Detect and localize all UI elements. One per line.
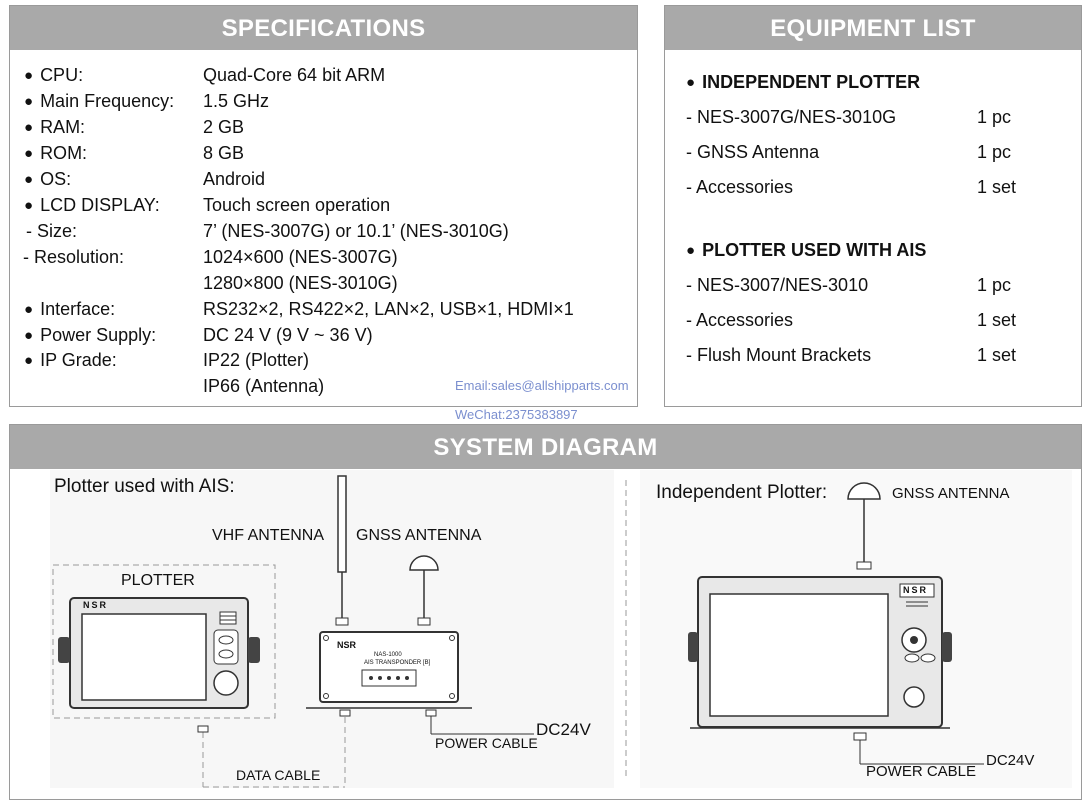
spec-value-ip-1: IP22 (Plotter) xyxy=(203,350,310,370)
transponder-model: NAS-1000 xyxy=(374,652,402,658)
spec-value-size: 7’ (NES-3007G) or 10.1’ (NES-3010G) xyxy=(203,221,509,241)
spec-label-resolution: - Resolution: xyxy=(23,247,125,267)
equipment-qty: 1 pc xyxy=(977,275,1012,295)
independent-plotter-brand: NSR xyxy=(903,585,929,595)
plotter-dashed-box xyxy=(52,564,276,719)
ais-plotter-icon xyxy=(58,597,260,709)
spec-label-ram: RAM: xyxy=(24,117,85,138)
equipment-qty: 1 pc xyxy=(977,107,1012,127)
independent-power-cable-label: POWER CABLE xyxy=(866,763,977,780)
vhf-antenna-label: VHF ANTENNA xyxy=(212,527,325,544)
spec-value-ip-2: IP66 (Antenna) xyxy=(203,376,325,396)
spec-value-rom: 8 GB xyxy=(203,143,245,163)
spec-value-interface: RS232×2, RS422×2, LAN×2, USB×1, HDMI×1 xyxy=(203,299,574,319)
ais-transponder-icon xyxy=(306,631,472,709)
equipment-section-ais: PLOTTER USED WITH AIS xyxy=(686,240,926,261)
equipment-item: - NES-3007/NES-3010 xyxy=(686,275,869,295)
equipment-qty: 1 pc xyxy=(977,142,1012,162)
spec-label-rom: ROM: xyxy=(24,143,87,164)
spec-label-lcd: LCD DISPLAY: xyxy=(24,195,160,216)
transponder-power-connector xyxy=(425,709,437,717)
specifications-panel: SPECIFICATIONS CPU: Quad-Core 64 bit ARM… xyxy=(9,5,638,407)
independent-dc24v-label: DC24V xyxy=(986,752,1035,769)
independent-gnss-antenna-icon xyxy=(847,482,881,500)
spec-value-lcd: Touch screen operation xyxy=(203,195,391,215)
transponder-brand: NSR xyxy=(337,640,357,650)
spec-value-resolution-2: 1280×800 (NES-3010G) xyxy=(203,273,398,293)
spec-value-ram: 2 GB xyxy=(203,117,245,137)
spec-label-ip: IP Grade: xyxy=(24,350,117,371)
equipment-item: - Flush Mount Brackets xyxy=(686,345,872,365)
vhf-antenna-connector xyxy=(335,617,349,626)
watermark-wechat: WeChat:2375383897 xyxy=(455,407,578,422)
equipment-qty: 1 set xyxy=(977,177,1017,197)
spec-label-power: Power Supply: xyxy=(24,325,156,346)
equipment-item: - GNSS Antenna xyxy=(686,142,820,162)
plotter-label: PLOTTER xyxy=(121,572,195,589)
spec-value-os: Android xyxy=(203,169,266,189)
ais-power-cable-label: POWER CABLE xyxy=(435,735,538,751)
spec-label-os: OS: xyxy=(24,169,71,190)
spec-value-resolution-1: 1024×600 (NES-3007G) xyxy=(203,247,398,267)
equipment-item: - NES-3007G/NES-3010G xyxy=(686,107,897,127)
ais-gnss-antenna-label: GNSS ANTENNA xyxy=(356,527,482,544)
equipment-section-independent: INDEPENDENT PLOTTER xyxy=(686,72,920,93)
transponder-data-connector xyxy=(339,709,351,717)
watermark-email: Email:sales@allshipparts.com xyxy=(455,378,629,393)
data-cable-label: DATA CABLE xyxy=(236,767,321,783)
ais-plotter-brand: NSR xyxy=(83,600,109,610)
spec-label-interface: Interface: xyxy=(24,299,115,320)
data-cable-connector xyxy=(197,725,209,733)
equipment-item: - Accessories xyxy=(686,177,794,197)
ais-gnss-antenna-icon xyxy=(409,555,439,571)
spec-value-frequency: 1.5 GHz xyxy=(203,91,270,111)
transponder-text: AIS TRANSPONDER [B] xyxy=(364,660,431,666)
spec-label-frequency: Main Frequency: xyxy=(24,91,174,112)
spec-value-power: DC 24 V (9 V ~ 36 V) xyxy=(203,325,373,345)
equipment-qty: 1 set xyxy=(977,310,1017,330)
specifications-header: SPECIFICATIONS xyxy=(10,6,637,50)
equipment-qty: 1 set xyxy=(977,345,1017,365)
independent-gnss-antenna-connector xyxy=(856,561,872,570)
independent-gnss-antenna-label: GNSS ANTENNA xyxy=(892,485,1010,502)
spec-label-cpu: CPU: xyxy=(24,65,83,86)
equipment-panel: EQUIPMENT LIST INDEPENDENT PLOTTER - NES… xyxy=(664,5,1082,407)
independent-diagram-title: Independent Plotter: xyxy=(656,482,828,503)
ais-gnss-antenna-connector xyxy=(417,617,431,626)
system-diagram-header: SYSTEM DIAGRAM xyxy=(10,425,1081,469)
spec-label-size: - Size: xyxy=(26,221,78,241)
equipment-header: EQUIPMENT LIST xyxy=(665,6,1081,50)
vhf-antenna-icon xyxy=(337,475,347,573)
equipment-item: - Accessories xyxy=(686,310,794,330)
ais-diagram-title: Plotter used with AIS: xyxy=(54,476,235,497)
independent-power-connector xyxy=(853,732,867,741)
independent-plotter-icon xyxy=(688,576,952,729)
spec-value-cpu: Quad-Core 64 bit ARM xyxy=(203,65,386,85)
ais-dc24v-label: DC24V xyxy=(536,720,591,739)
